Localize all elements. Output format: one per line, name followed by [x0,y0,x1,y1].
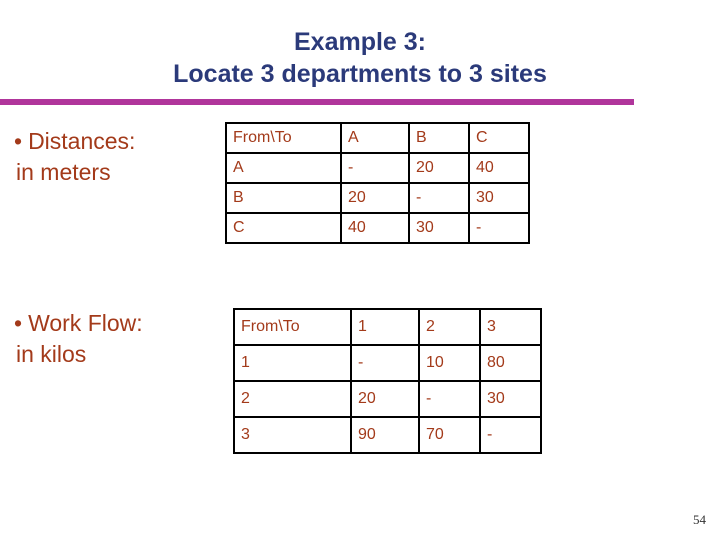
table-cell: - [350,344,420,382]
bullet-distances-sublabel: in meters [16,159,111,185]
workflow-table: From\To 1 2 3 1 - 10 80 2 20 - 30 3 90 7… [233,308,542,454]
distances-table: From\To A B C A - 20 40 B 20 - 30 C 40 3… [225,122,530,244]
bullet-workflow-label: Work Flow: [28,310,143,336]
bullet-distances-label: Distances: [28,128,136,154]
table-header-cell: A [340,122,410,154]
title-line-1: Example 3: [293,28,426,56]
bullet-dot-icon: • [14,128,23,154]
table-cell: B [225,182,342,214]
bullet-workflow-sublabel: in kilos [16,341,87,367]
table-header-cell: 1 [350,308,420,346]
table-cell: 40 [468,152,530,184]
table-cell: - [408,182,470,214]
table-header-row: From\To A B C [225,122,530,154]
table-header-cell: C [468,122,530,154]
table-cell: 2 [233,380,352,418]
table-header-row: From\To 1 2 3 [233,308,542,346]
table-cell: - [340,152,410,184]
table-cell: 40 [340,212,410,244]
table-cell: 3 [233,416,352,454]
table-cell: 30 [408,212,470,244]
table-row: B 20 - 30 [225,182,530,214]
table-header-cell: 2 [418,308,481,346]
table-cell: 30 [479,380,542,418]
table-cell: 70 [418,416,481,454]
table-cell: 20 [408,152,470,184]
bullet-distances: •Distances: in meters [14,126,229,188]
table-cell: 1 [233,344,352,382]
title-divider-rule [0,99,634,105]
table-cell: 80 [479,344,542,382]
table-cell: - [479,416,542,454]
table-header-cell: 3 [479,308,542,346]
bullet-dot-icon: • [14,310,23,336]
table-cell: 20 [350,380,420,418]
slide-title: Example 3: Locate 3 departments to 3 sit… [0,26,720,90]
table-cell: 20 [340,182,410,214]
title-line-2: Locate 3 departments to 3 sites [173,60,547,88]
table-header-cell: B [408,122,470,154]
table-row: A - 20 40 [225,152,530,184]
table-row: 2 20 - 30 [233,380,542,418]
table-cell: - [418,380,481,418]
bullet-workflow-line: •Work Flow: [14,308,229,339]
bullet-workflow: •Work Flow: in kilos [14,308,229,370]
table-row: 3 90 70 - [233,416,542,454]
table-cell: A [225,152,342,184]
page-number: 54 [693,512,706,527]
table-cell: 10 [418,344,481,382]
table-row: C 40 30 - [225,212,530,244]
table-header-cell: From\To [233,308,352,346]
table-header-cell: From\To [225,122,342,154]
table-cell: 90 [350,416,420,454]
bullet-distances-line: •Distances: [14,126,229,157]
table-row: 1 - 10 80 [233,344,542,382]
table-cell: C [225,212,342,244]
table-cell: - [468,212,530,244]
table-cell: 30 [468,182,530,214]
